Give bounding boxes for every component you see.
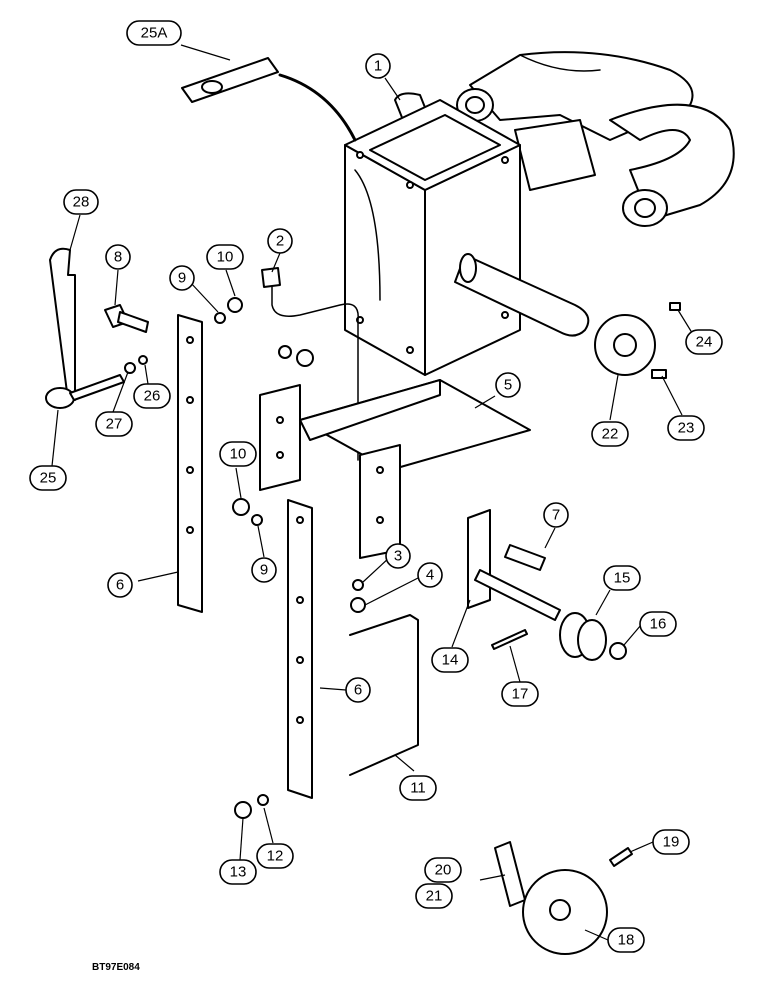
- callout-19: 19: [652, 829, 690, 855]
- callout-9-lower: 9: [251, 557, 277, 583]
- nut-27: [124, 362, 136, 374]
- callout-16: 16: [639, 611, 677, 637]
- svg-text:6: 6: [116, 577, 124, 594]
- washer-16: [609, 642, 627, 660]
- washer-9-top: [214, 312, 226, 324]
- eyebolt-25: [45, 374, 125, 409]
- gearbox-assembly: [344, 51, 735, 376]
- washer-12: [257, 794, 269, 806]
- svg-text:28: 28: [73, 194, 90, 211]
- callout-12: 12: [256, 843, 294, 869]
- svg-text:10: 10: [230, 446, 247, 463]
- callout-1: 1: [365, 53, 391, 79]
- svg-text:7: 7: [552, 507, 560, 524]
- svg-text:3: 3: [394, 548, 402, 565]
- washer-26: [138, 355, 148, 365]
- svg-text:13: 13: [230, 864, 247, 881]
- washer-3: [352, 579, 364, 591]
- svg-text:10: 10: [217, 249, 234, 266]
- svg-text:25: 25: [40, 470, 57, 487]
- strap-6-left: [177, 314, 203, 613]
- nut-10-lower: [232, 498, 250, 516]
- callout-11: 11: [399, 775, 437, 801]
- setscrew-19: [609, 847, 633, 867]
- svg-text:27: 27: [106, 416, 123, 433]
- svg-text:18: 18: [618, 932, 635, 949]
- svg-text:17: 17: [512, 686, 529, 703]
- washer-mid: [278, 345, 292, 359]
- nut-10-top: [227, 297, 243, 313]
- washer-9-lower: [251, 514, 263, 526]
- callout-3: 3: [385, 543, 411, 569]
- nut-4: [350, 597, 366, 613]
- svg-text:22: 22: [602, 426, 619, 443]
- nut-mid: [296, 349, 314, 367]
- svg-text:5: 5: [504, 377, 512, 394]
- sprocket-22: [594, 314, 656, 376]
- plate-arrow: [278, 73, 357, 142]
- pin-17: [491, 629, 528, 650]
- callout-18: 18: [607, 927, 645, 953]
- svg-text:6: 6: [354, 682, 362, 699]
- svg-text:1: 1: [374, 58, 382, 75]
- svg-text:25A: 25A: [141, 25, 168, 42]
- pulley-15: [559, 612, 607, 661]
- drawing-code: BT97E084: [92, 962, 140, 973]
- plate-25a: [181, 57, 279, 103]
- callout-2: 2: [267, 228, 293, 254]
- callout-6-right: 6: [345, 677, 371, 703]
- callout-7: 7: [543, 502, 569, 528]
- callout-8: 8: [105, 244, 131, 270]
- callout-25a: 25A: [126, 20, 182, 46]
- nut-13: [234, 801, 252, 819]
- callout-22: 22: [591, 421, 629, 447]
- callout-24: 24: [685, 329, 723, 355]
- callout-21: 21: [415, 883, 453, 909]
- callout-4: 4: [417, 562, 443, 588]
- svg-text:8: 8: [114, 249, 122, 266]
- svg-text:14: 14: [442, 652, 459, 669]
- svg-text:16: 16: [650, 616, 667, 633]
- svg-text:11: 11: [410, 780, 426, 797]
- rod-28: [49, 247, 76, 401]
- plate-14: [467, 509, 561, 621]
- svg-text:9: 9: [260, 562, 268, 579]
- bolt-2: [261, 267, 281, 288]
- key-24: [669, 302, 681, 311]
- callout-25: 25: [29, 465, 67, 491]
- key-23: [651, 369, 667, 379]
- callout-15: 15: [603, 565, 641, 591]
- callout-20: 20: [424, 857, 462, 883]
- svg-text:15: 15: [614, 570, 631, 587]
- bolt-8: [104, 304, 149, 333]
- bracket-5: [259, 379, 531, 559]
- callout-9-top: 9: [169, 265, 195, 291]
- callout-27: 27: [95, 411, 133, 437]
- svg-text:19: 19: [663, 834, 680, 851]
- svg-text:23: 23: [678, 420, 695, 437]
- callout-5: 5: [495, 372, 521, 398]
- sprocket-18: [522, 869, 608, 955]
- callout-26: 26: [133, 383, 171, 409]
- callout-6-left: 6: [107, 572, 133, 598]
- callout-10-lower: 10: [219, 441, 257, 467]
- callout-23: 23: [667, 415, 705, 441]
- svg-text:24: 24: [696, 334, 713, 351]
- svg-text:20: 20: [435, 862, 452, 879]
- callout-17: 17: [501, 681, 539, 707]
- svg-text:2: 2: [276, 233, 284, 250]
- strap-6-right: [287, 499, 313, 799]
- svg-text:4: 4: [426, 567, 434, 584]
- svg-text:21: 21: [426, 888, 443, 905]
- svg-text:26: 26: [144, 388, 161, 405]
- chain-20: [494, 841, 526, 907]
- callout-13: 13: [219, 859, 257, 885]
- callout-14: 14: [431, 647, 469, 673]
- callout-10-top: 10: [206, 244, 244, 270]
- svg-text:12: 12: [267, 848, 284, 865]
- svg-text:9: 9: [178, 270, 186, 287]
- callout-28: 28: [63, 189, 99, 215]
